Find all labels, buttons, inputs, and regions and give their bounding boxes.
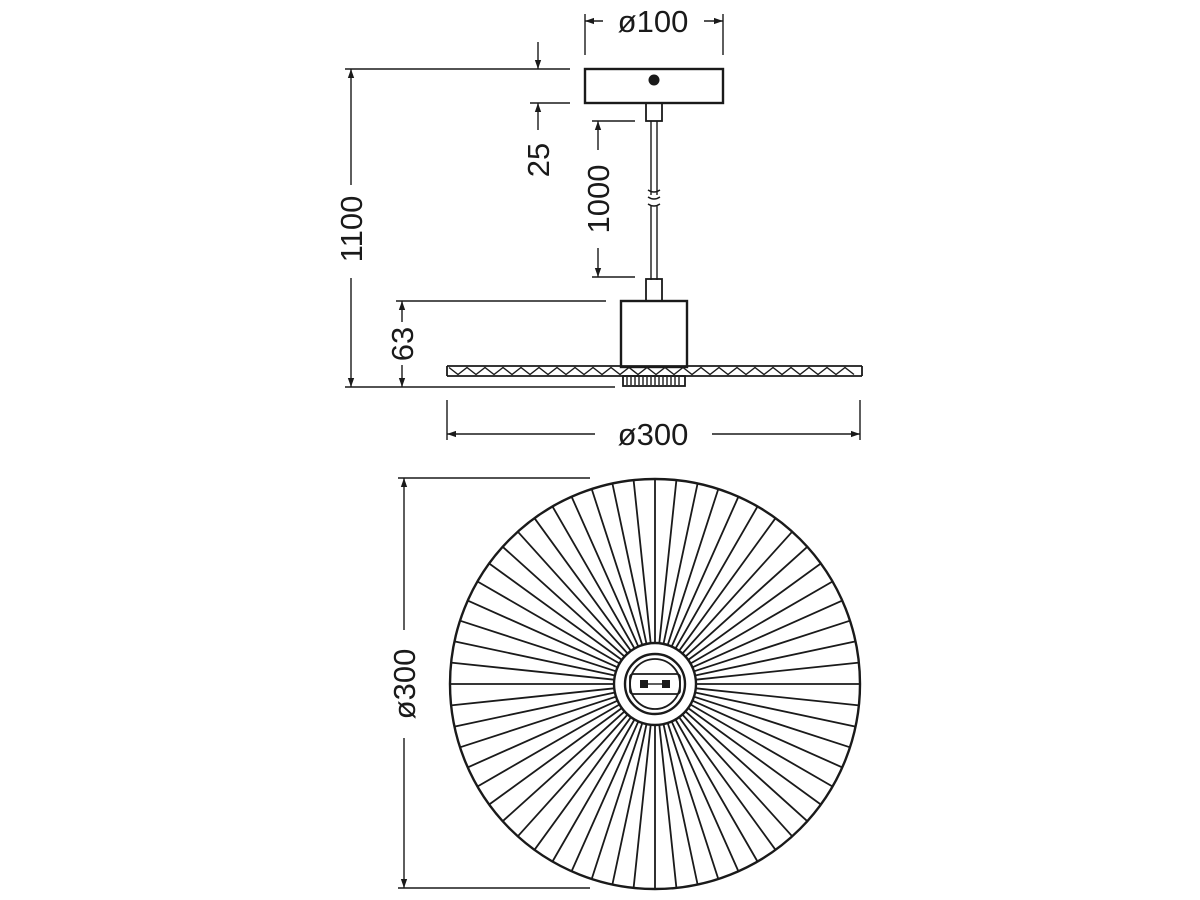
shade-rib bbox=[459, 619, 617, 673]
dim-cable-length: 1000 bbox=[581, 120, 635, 278]
shade-rib bbox=[632, 724, 652, 888]
dim-shade-diameter-top: ø300 bbox=[387, 477, 590, 889]
shade-rib bbox=[477, 580, 620, 665]
shade-ribs bbox=[450, 479, 860, 889]
shade-rib bbox=[533, 517, 632, 652]
shade-rib bbox=[693, 695, 851, 749]
shade-rib bbox=[451, 661, 615, 681]
shade-rib bbox=[678, 517, 777, 652]
shade-rib bbox=[570, 496, 640, 647]
shade-rib bbox=[477, 703, 620, 788]
lampholder-neck bbox=[645, 278, 663, 302]
shade-rib bbox=[678, 716, 777, 851]
shade-rib bbox=[666, 722, 720, 880]
shade-rib bbox=[551, 506, 636, 649]
shade-rib bbox=[692, 699, 843, 769]
shade-rib bbox=[488, 562, 623, 661]
shade-rib bbox=[692, 599, 843, 669]
shade-rib bbox=[517, 531, 629, 655]
shade-rib bbox=[467, 599, 618, 669]
shade-rib bbox=[454, 640, 616, 677]
shade-rib bbox=[694, 640, 856, 677]
shade-rib bbox=[681, 713, 793, 837]
shade-rib bbox=[684, 710, 808, 822]
shade-rib bbox=[674, 719, 759, 862]
shade-rib bbox=[451, 687, 615, 707]
shade-rib bbox=[670, 496, 740, 647]
shade-rib bbox=[687, 707, 822, 806]
label-canopy-height: 25 bbox=[521, 143, 556, 177]
shade-rib bbox=[666, 488, 720, 646]
dim-canopy-diameter: ø100 bbox=[584, 4, 724, 55]
hub-inner-ring bbox=[623, 652, 687, 716]
shade-rib bbox=[454, 691, 616, 728]
threaded-ring bbox=[622, 375, 686, 387]
ceiling-canopy bbox=[583, 67, 725, 105]
shade-rib bbox=[533, 716, 632, 851]
label-shade-diameter-side: ø300 bbox=[618, 417, 689, 452]
side-view: ø100 1100 25 1000 bbox=[334, 4, 863, 452]
canopy-neck bbox=[645, 102, 663, 122]
label-shade-diameter-top: ø300 bbox=[387, 649, 422, 720]
dim-overall-height: 1100 bbox=[334, 68, 615, 388]
shade-rib bbox=[687, 562, 822, 661]
shade-rib bbox=[502, 710, 626, 822]
shade-rib bbox=[611, 483, 648, 645]
shade-rib bbox=[674, 506, 759, 649]
shade-rib bbox=[662, 483, 699, 645]
shade-rib bbox=[690, 703, 833, 788]
shade-rib bbox=[611, 723, 648, 885]
shade-rib bbox=[570, 721, 640, 872]
shade-rib bbox=[658, 480, 678, 644]
shade-rib bbox=[551, 719, 636, 862]
shade-rib bbox=[695, 661, 859, 681]
label-cable-length: 1000 bbox=[581, 165, 616, 234]
label-shade-height: 63 bbox=[385, 327, 420, 361]
shade-rib bbox=[459, 695, 617, 749]
shade-rib bbox=[517, 713, 629, 837]
label-overall-height: 1100 bbox=[334, 196, 369, 263]
shade-rib bbox=[690, 580, 833, 665]
top-view: ø300 bbox=[387, 477, 862, 891]
dim-canopy-height: 25 bbox=[521, 42, 570, 177]
shade-rib bbox=[467, 699, 618, 769]
shade-rib bbox=[684, 546, 808, 658]
shade-rib bbox=[670, 721, 740, 872]
shade-rib bbox=[693, 619, 851, 673]
label-canopy-diameter: ø100 bbox=[618, 4, 689, 39]
shade-rib bbox=[590, 722, 644, 880]
shade-rib bbox=[632, 480, 652, 644]
shade-rib bbox=[488, 707, 623, 806]
dim-shade-diameter-side: ø300 bbox=[446, 400, 861, 452]
socket-contacts bbox=[629, 673, 681, 695]
canopy-screw bbox=[648, 74, 660, 86]
dim-shade-height: 63 bbox=[385, 300, 606, 387]
shade-rib bbox=[694, 691, 856, 728]
shade-rib bbox=[662, 723, 699, 885]
shade-rib bbox=[658, 724, 678, 888]
shade-rib bbox=[502, 546, 626, 658]
hub-outer-ring bbox=[612, 641, 698, 727]
suspension-cable bbox=[647, 121, 661, 280]
shade-rib bbox=[681, 531, 793, 655]
shade-rib bbox=[695, 687, 859, 707]
shade-rib bbox=[590, 488, 644, 646]
socket-housing bbox=[619, 299, 689, 369]
